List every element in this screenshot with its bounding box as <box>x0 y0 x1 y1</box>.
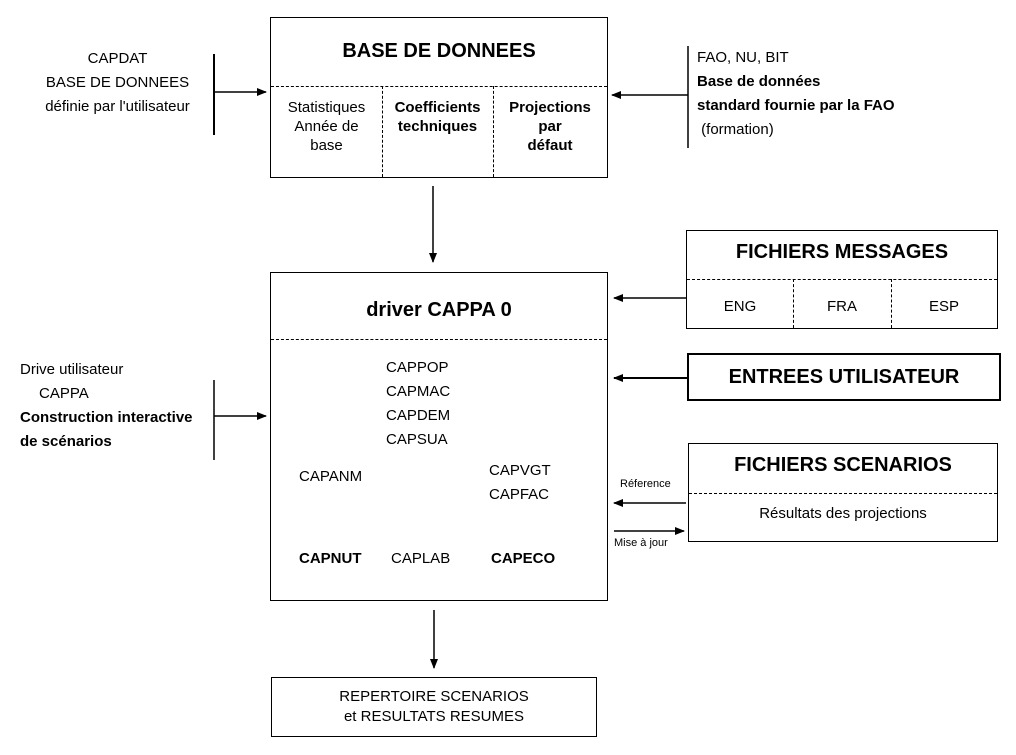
module: CAPLAB <box>391 550 451 567</box>
update-label: Mise à jour <box>614 537 668 549</box>
module: CAPSUA <box>386 431 448 448</box>
cell-line: par <box>538 118 562 135</box>
module: CAPNUT <box>299 550 362 567</box>
user-defined-db-label: CAPDAT BASE DE DONNEES définie par l'uti… <box>20 47 215 119</box>
module: CAPFAC <box>489 486 550 503</box>
driver-title: driver CAPPA 0 <box>366 299 512 321</box>
label-line: définie par l'utilisateur <box>45 98 190 115</box>
module: CAPANM <box>299 468 363 485</box>
module: CAPPOP <box>386 359 449 376</box>
scenarios-box: FICHIERS SCENARIOS Résultats des project… <box>688 443 998 542</box>
scenarios-title: FICHIERS SCENARIOS <box>734 454 952 476</box>
divider <box>382 86 383 177</box>
cell-line: Année de <box>294 118 359 135</box>
output-box-text: REPERTOIRE SCENARIOS et RESULTATS RESUME… <box>272 687 596 727</box>
scenarios-subtitle: Résultats des projections <box>759 505 927 522</box>
divider <box>891 279 892 328</box>
user-driver-label: Drive utilisateur CAPPA Construction int… <box>20 358 193 454</box>
divider <box>493 86 494 177</box>
messages-box: FICHIERS MESSAGES ENG FRA ESP <box>686 230 998 329</box>
fao-standard-db-label: FAO, NU, BIT Base de données standard fo… <box>697 46 895 142</box>
module: CAPDEM <box>386 407 451 424</box>
user-input-title: ENTREES UTILISATEUR <box>728 366 960 388</box>
output-box: REPERTOIRE SCENARIOS et RESULTATS RESUME… <box>271 677 597 737</box>
module-right-list: CAPVGT CAPFAC <box>489 459 551 507</box>
output-line: et RESULTATS RESUMES <box>343 708 525 725</box>
label-line: BASE DE DONNEES <box>45 74 190 91</box>
label-line: Drive utilisateur <box>20 361 124 378</box>
cell-technical-coefficients: Coefficients techniques <box>382 98 493 136</box>
label-line: Base de données <box>697 73 821 90</box>
module: CAPECO <box>491 550 556 567</box>
divider <box>687 279 997 280</box>
divider <box>689 493 997 494</box>
cell-line: défaut <box>527 137 573 154</box>
database-box: BASE DE DONNEES Statistiques Année de ba… <box>270 17 608 178</box>
reference-label: Réference <box>620 478 671 490</box>
language-esp: ESP <box>928 298 959 315</box>
cell-line: base <box>310 137 343 154</box>
cell-line: Coefficients <box>394 99 481 116</box>
cell-line: Projections <box>509 99 591 116</box>
cell-line: Statistiques <box>287 99 366 116</box>
module-center-list: CAPPOP CAPMAC CAPDEM CAPSUA <box>386 356 450 452</box>
cell-default-projections: Projections par défaut <box>493 98 607 155</box>
driver-box: driver CAPPA 0 CAPPOP CAPMAC CAPDEM CAPS… <box>270 272 608 601</box>
label-line: CAPDAT <box>87 50 148 67</box>
database-title: BASE DE DONNEES <box>342 40 536 62</box>
messages-title: FICHIERS MESSAGES <box>735 241 949 263</box>
label-line: Construction interactive <box>20 409 193 426</box>
divider <box>271 86 607 87</box>
user-input-box: ENTREES UTILISATEUR <box>687 353 1001 401</box>
cell-base-year-stats: Statistiques Année de base <box>271 98 382 155</box>
divider <box>271 339 607 340</box>
label-line: standard fournie par la FAO <box>697 97 895 114</box>
cell-line: techniques <box>397 118 478 135</box>
label-line: FAO, NU, BIT <box>697 49 789 66</box>
output-line: REPERTOIRE SCENARIOS <box>339 688 529 705</box>
language-fra: FRA <box>827 298 857 315</box>
module: CAPMAC <box>386 383 451 400</box>
language-eng: ENG <box>723 298 757 315</box>
label-line: (formation) <box>697 121 774 138</box>
label-line: de scénarios <box>20 433 112 450</box>
divider <box>793 279 794 328</box>
label-line: CAPPA <box>39 385 89 402</box>
module: CAPVGT <box>489 462 551 479</box>
